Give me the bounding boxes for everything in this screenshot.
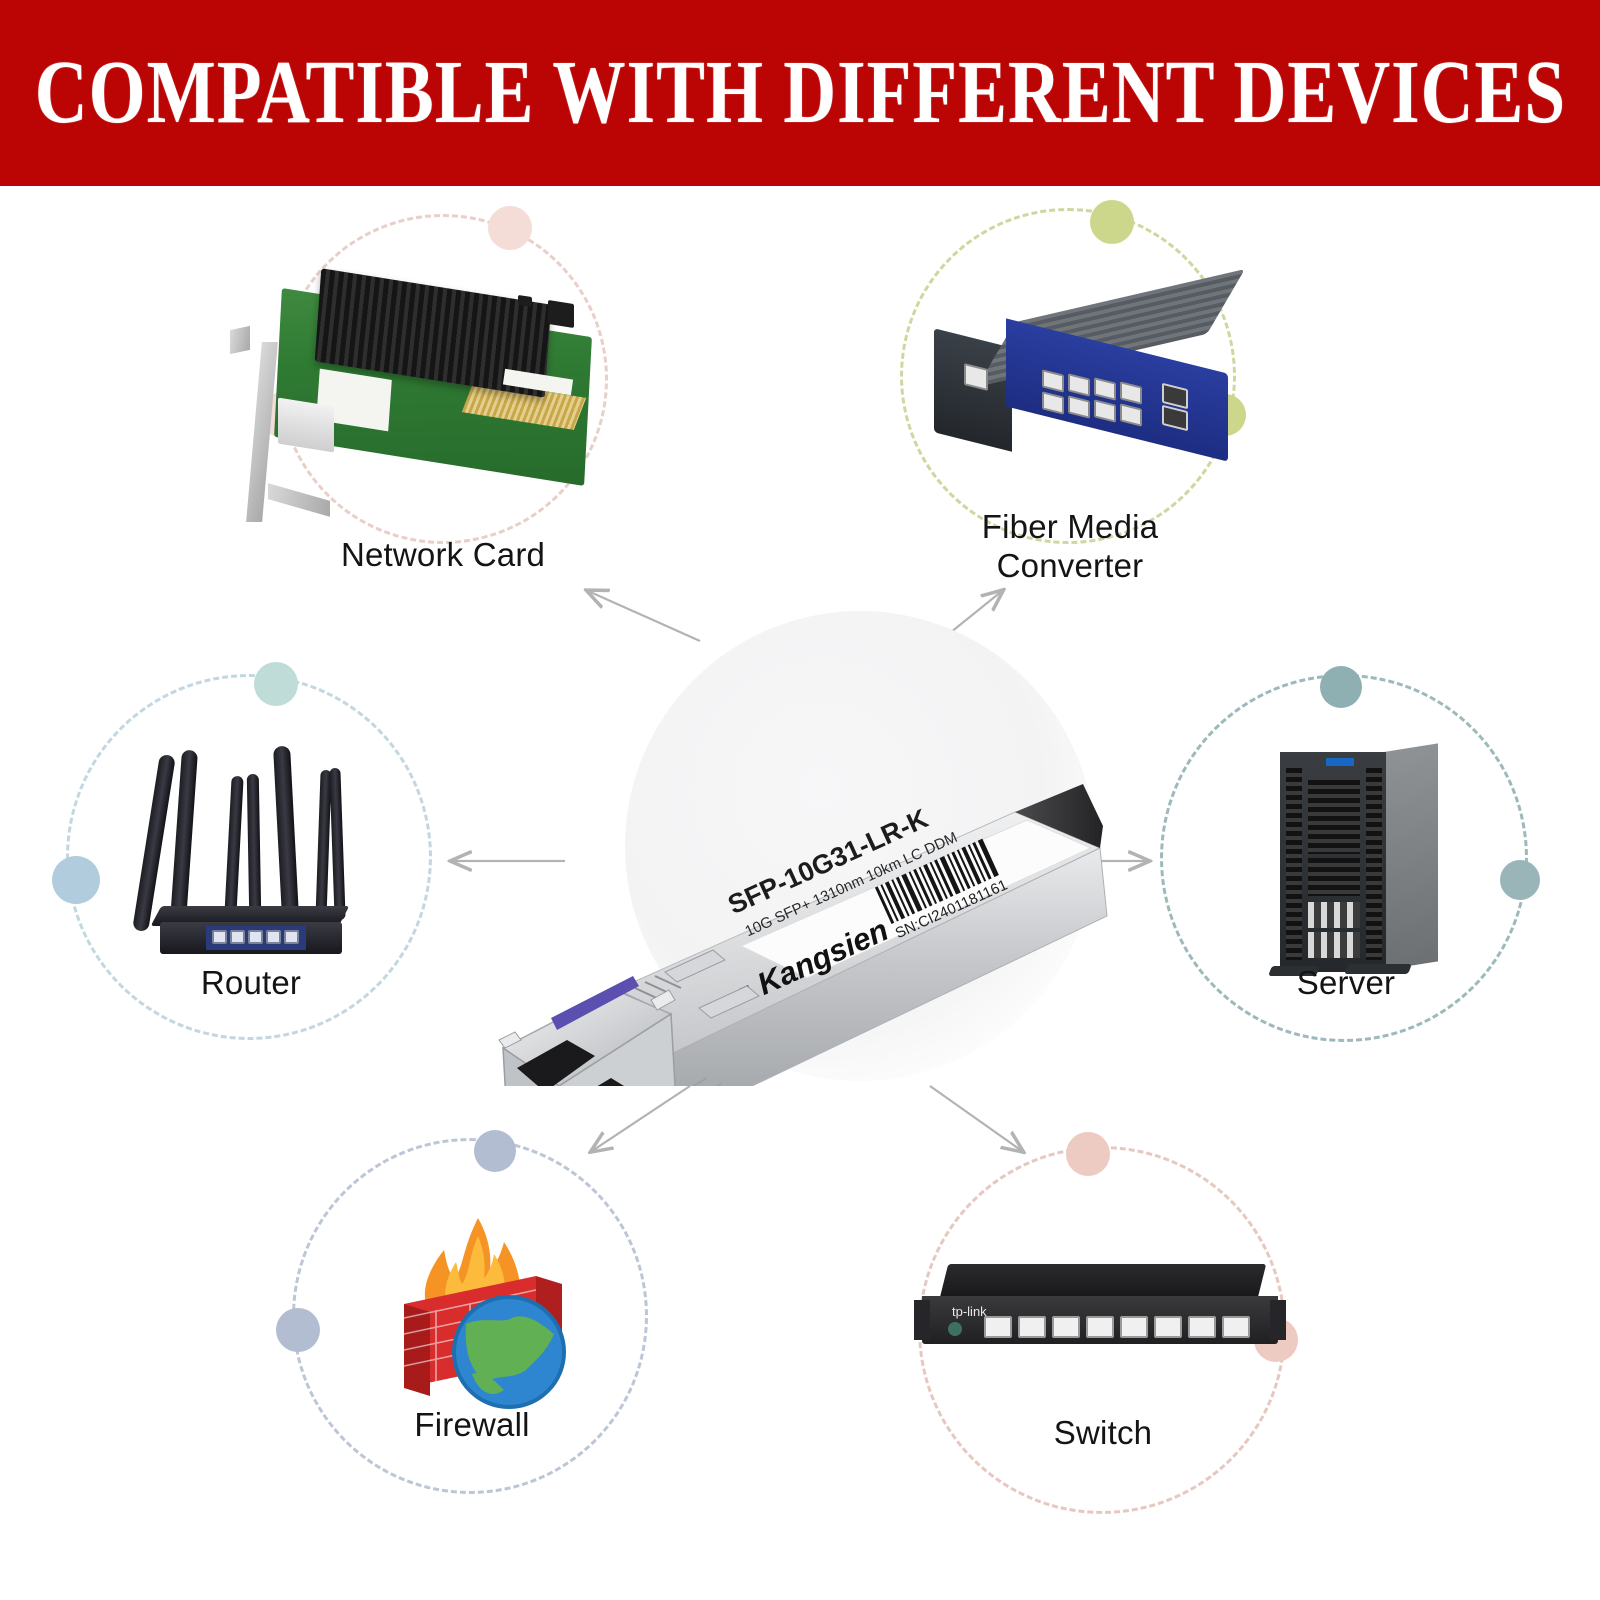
switch-label: Switch — [1053, 1414, 1153, 1451]
firewall-icon — [403, 1218, 566, 1409]
fiber-media-converter-label: Fiber Media Converter — [981, 508, 1159, 584]
device-node-fiber-media-converter[interactable]: Fiber Media Converter — [900, 200, 1246, 628]
device-node-firewall[interactable]: Firewall — [276, 1130, 652, 1538]
sfp-module[interactable]: SFP-10G31-LR-K 10G SFP+ 1310nm 10km LC D… — [455, 616, 1155, 1158]
fiber-media-converter-dot-top — [1090, 200, 1134, 244]
server-image — [1268, 738, 1458, 978]
sfp-module-illustration: SFP-10G31-LR-K 10G SFP+ 1310nm 10km LC D… — [498, 784, 1108, 1158]
network-card-label: Network Card — [340, 536, 546, 573]
header-banner: COMPATIBLE WITH DIFFERENT DEVICES — [0, 0, 1600, 186]
page-title: COMPATIBLE WITH DIFFERENT DEVICES — [34, 42, 1566, 143]
fiber-media-converter-ring — [900, 208, 1236, 544]
switch-power-led — [948, 1322, 962, 1336]
server-dot-top — [1320, 666, 1362, 708]
switch-dot-top — [1066, 1132, 1110, 1176]
firewall-label: Firewall — [414, 1406, 530, 1443]
router-dot-top — [254, 662, 298, 706]
device-node-router[interactable]: Router — [52, 662, 436, 1074]
arrow-to-firewall — [592, 1085, 691, 1151]
network-card-image — [218, 256, 638, 526]
devices-stage: Network Card — [0, 186, 1600, 1600]
sfp-barcode — [874, 838, 999, 924]
router-dot-left — [52, 856, 100, 904]
server-label: Server — [1296, 964, 1396, 1001]
router-image — [132, 745, 382, 976]
arrow-to-switch — [929, 1085, 1022, 1151]
network-card-dot-top — [488, 206, 532, 250]
device-node-network-card[interactable]: Network Card — [230, 206, 608, 614]
firewall-dot-left — [276, 1308, 320, 1352]
device-node-server[interactable]: Server — [1160, 666, 1540, 1074]
router-label: Router — [200, 964, 302, 1001]
arrow-to-network-card — [588, 591, 701, 643]
server-dot-right — [1500, 860, 1540, 900]
switch-image: tp-link — [908, 1254, 1298, 1384]
firewall-dot-top — [474, 1130, 516, 1172]
fiber-media-converter-image — [934, 269, 1274, 478]
device-node-switch[interactable]: tp-link Switch — [914, 1132, 1298, 1546]
switch-brand-label: tp-link — [952, 1304, 987, 1319]
